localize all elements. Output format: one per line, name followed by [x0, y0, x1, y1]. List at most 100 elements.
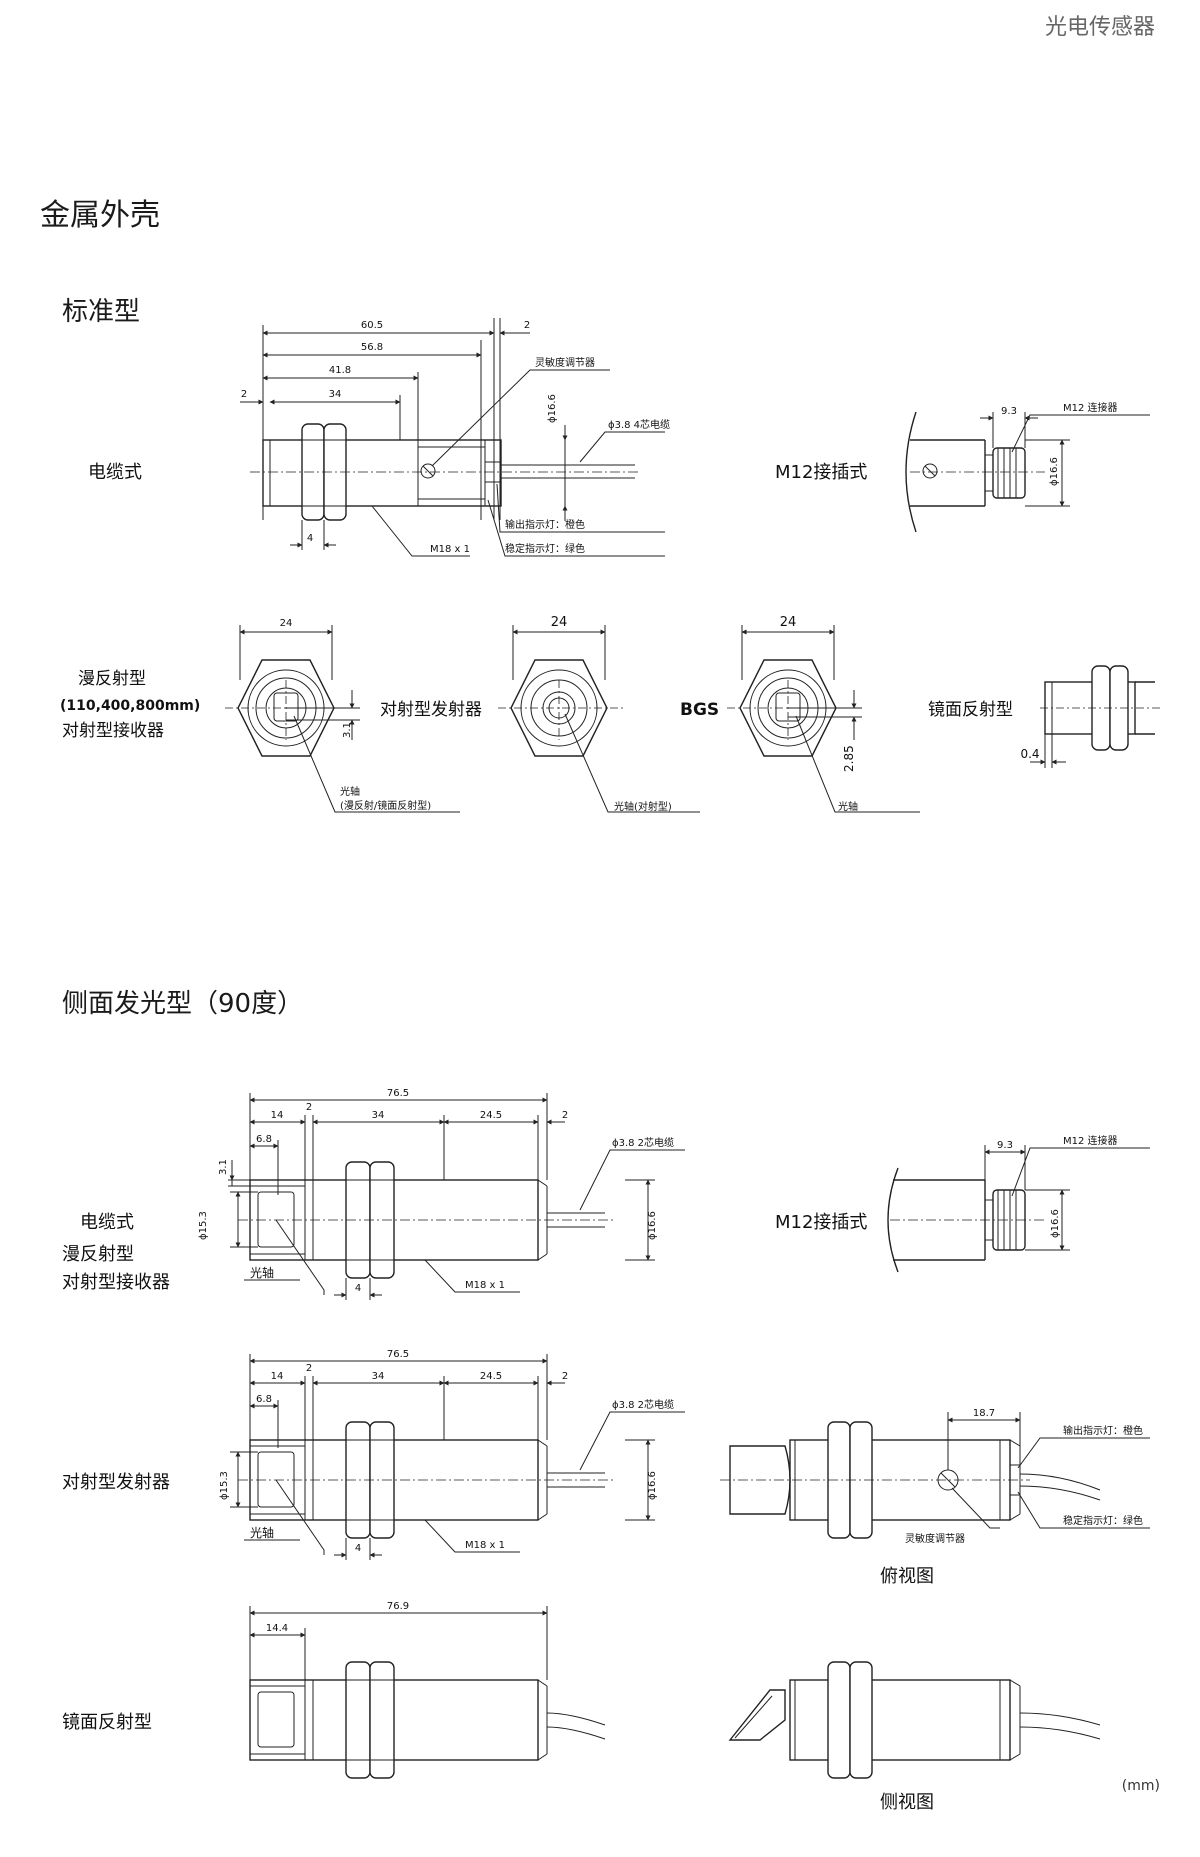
row2-dim-4: 4 — [355, 1543, 361, 1554]
row2-dim-15-3: ϕ15.3 — [219, 1471, 230, 1500]
row1-dim-16-6: ϕ16.6 — [647, 1211, 658, 1240]
top-view-dim-18-7: 18.7 — [973, 1408, 995, 1419]
row2-emitter-label: 对射型发射器 — [62, 1472, 170, 1493]
front-view-labels: 24 24 24 3.1 2.85 0.4 光轴 (漫反射/镜面反射型) 光轴(… — [280, 615, 1040, 813]
row2-dim-14: 14 — [271, 1371, 284, 1382]
row1-dim-2b: 2 — [562, 1110, 568, 1121]
top-view-output-led: 输出指示灯：橙色 — [1063, 1424, 1143, 1437]
receiver-type-label: 对射型接收器 — [62, 721, 164, 741]
front-view-type-labels: 漫反射型 (110,400,800mm) 对射型接收器 对射型发射器 BGS 镜… — [60, 669, 1013, 741]
dim-9-3: 9.3 — [1001, 406, 1017, 417]
row2-dim-2b: 2 — [562, 1371, 568, 1382]
width-24-bgs: 24 — [780, 615, 797, 630]
row2-dim-24-5: 24.5 — [480, 1371, 502, 1382]
row3-mirror-label: 镜面反射型 — [62, 1712, 152, 1733]
unit-label: (mm) — [1122, 1778, 1160, 1794]
front-view-emitter — [498, 625, 700, 813]
row1-dim-34: 34 — [372, 1110, 385, 1121]
row2-axis: 光轴 — [250, 1525, 274, 1540]
row1-dim-14: 14 — [271, 1110, 284, 1121]
side-row1-m12 — [887, 1145, 1150, 1273]
width-24-emitter: 24 — [551, 615, 568, 630]
emitter-type-label: 对射型发射器 — [380, 700, 482, 720]
optical-axis-label-1a: 光轴 — [340, 785, 360, 798]
dim-60-5: 60.5 — [361, 320, 383, 331]
cable-type-label: 电缆式 — [88, 462, 142, 483]
row3-dim-14-4: 14.4 — [266, 1623, 288, 1634]
row1-connector: M12 连接器 — [1063, 1134, 1118, 1147]
dim-0-4: 0.4 — [1020, 747, 1039, 761]
row2-thread: M18 x 1 — [465, 1540, 505, 1551]
output-led-label: 输出指示灯：橙色 — [505, 518, 585, 531]
optical-axis-label-1b: (漫反射/镜面反射型) — [340, 799, 431, 812]
section-title: 金属外壳 — [40, 198, 160, 233]
m12-type-label: M12接插式 — [775, 462, 867, 483]
row2-cable: ϕ3.8 2芯电缆 — [612, 1398, 674, 1411]
dim-2-85: 2.85 — [842, 745, 856, 772]
row1-cable: ϕ3.8 2芯电缆 — [612, 1136, 674, 1149]
optical-axis-label-3: 光轴 — [838, 800, 858, 813]
side-row2-drawing — [230, 1354, 685, 1560]
top-view-sensitivity: 灵敏度调节器 — [905, 1532, 965, 1545]
row1-receiver-label: 对射型接收器 — [62, 1272, 170, 1293]
dim-diameter-16-6-m12: ϕ16.6 — [1049, 457, 1060, 486]
row1-dim-76-5: 76.5 — [387, 1088, 409, 1099]
side-view-caption: 侧视图 — [880, 1792, 934, 1813]
side-row1-drawing — [228, 1093, 685, 1300]
standard-cable-drawing — [240, 318, 665, 557]
row2-dim-76-5: 76.5 — [387, 1349, 409, 1360]
row1-dim-6-8: 6.8 — [256, 1134, 272, 1145]
row3-dim-76-9: 76.9 — [387, 1601, 409, 1612]
front-view-diffuse — [225, 625, 460, 813]
stable-led-label: 稳定指示灯：绿色 — [505, 542, 585, 555]
side-title: 侧面发光型（90度） — [62, 989, 303, 1019]
row1-dim-2: 2 — [306, 1102, 312, 1113]
standard-title: 标准型 — [62, 297, 140, 327]
dim-3-1: 3.1 — [342, 722, 353, 738]
standard-m12-labels: 9.3 M12 连接器 ϕ16.6 — [1001, 401, 1117, 486]
mirror-side-view — [1030, 665, 1160, 768]
dim-34: 34 — [329, 389, 342, 400]
m12-connector-label: M12 连接器 — [1063, 401, 1118, 414]
row1-dim-15-3: ϕ15.3 — [198, 1211, 209, 1240]
thread-label: M18 x 1 — [430, 544, 470, 555]
row1-dim-24-5: 24.5 — [480, 1110, 502, 1121]
row1-dim-3-1: 3.1 — [218, 1159, 229, 1175]
row1-dim-4: 4 — [355, 1283, 361, 1294]
standard-m12-drawing — [905, 411, 1150, 533]
row1-cable-label: 电缆式 — [80, 1212, 134, 1233]
dim-2-left: 2 — [241, 389, 247, 400]
row2-dim-6-8: 6.8 — [256, 1394, 272, 1405]
row1-dim-9-3: 9.3 — [997, 1140, 1013, 1151]
side-view-drawing — [728, 1661, 1101, 1779]
row1-axis: 光轴 — [250, 1265, 274, 1280]
cable-label: ϕ3.8 4芯电缆 — [608, 418, 670, 431]
top-view-labels: 18.7 输出指示灯：橙色 灵敏度调节器 稳定指示灯：绿色 — [905, 1408, 1143, 1545]
dim-diameter-16-6: ϕ16.6 — [547, 394, 558, 423]
top-view-drawing — [720, 1412, 1150, 1539]
top-view-stable-led: 稳定指示灯：绿色 — [1063, 1514, 1143, 1527]
diffuse-type-label: 漫反射型 — [78, 669, 146, 689]
header-category: 光电传感器 — [1045, 15, 1155, 40]
side-row1-labels: 76.5 14 2 34 24.5 2 6.8 3.1 ϕ15.3 ϕ16.6 … — [198, 1088, 674, 1294]
front-view-bgs — [727, 625, 920, 813]
side-row1-type-labels: 电缆式 漫反射型 对射型接收器 M12接插式 — [62, 1212, 867, 1293]
standard-cable-labels: 60.5 56.8 41.8 34 2 2 4 ϕ16.6 灵敏度调节器 ϕ3.… — [241, 320, 670, 555]
side-row3-drawing — [249, 1606, 606, 1779]
row1-thread: M18 x 1 — [465, 1280, 505, 1291]
dim-41-8: 41.8 — [329, 365, 351, 376]
width-24-diffuse: 24 — [280, 618, 293, 629]
dim-4: 4 — [307, 533, 313, 544]
dim-2-right: 2 — [524, 320, 530, 331]
row2-dim-2: 2 — [306, 1363, 312, 1374]
row1-diffuse-label: 漫反射型 — [62, 1244, 134, 1265]
dim-56-8: 56.8 — [361, 342, 383, 353]
optical-axis-label-2: 光轴(对射型) — [614, 800, 672, 813]
mirror-type-label: 镜面反射型 — [928, 700, 1013, 720]
row2-dim-16-6: ϕ16.6 — [647, 1471, 658, 1500]
side-row3-labels: 76.9 14.4 — [266, 1601, 409, 1634]
side-row1-m12-labels: 9.3 M12 连接器 ϕ16.6 — [997, 1134, 1117, 1238]
side-row2-labels: 76.5 14 2 34 24.5 2 6.8 ϕ15.3 ϕ16.6 4 ϕ3… — [219, 1349, 674, 1554]
row2-dim-34: 34 — [372, 1371, 385, 1382]
